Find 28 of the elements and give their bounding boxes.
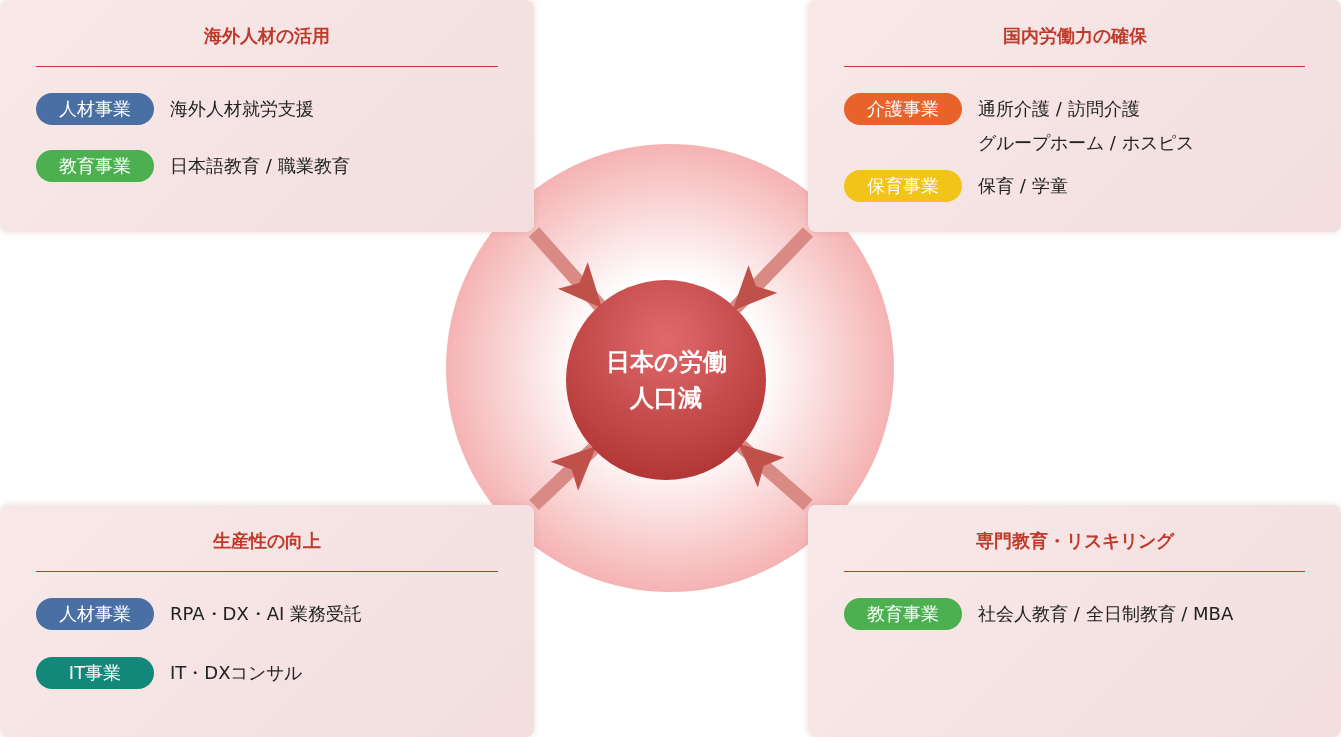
center-label: 日本の労働人口減: [604, 347, 728, 414]
arrow: [528, 227, 605, 311]
category-badge: 教育事業: [36, 150, 154, 182]
category-badge: 介護事業: [844, 93, 962, 125]
category-badge: IT事業: [36, 657, 154, 689]
service-description: 社会人教育 / 全日制教育 / MBA: [978, 602, 1234, 626]
category-badge: 教育事業: [844, 598, 962, 630]
service-description: 通所介護 / 訪問介護: [978, 97, 1140, 121]
service-description: 海外人材就労支援: [170, 97, 314, 121]
service-description: RPA・DX・AI 業務受託: [170, 602, 363, 626]
arrow: [529, 443, 599, 511]
panel-title: 国内労働力の確保: [1001, 24, 1148, 48]
service-description: 保育 / 学童: [978, 174, 1068, 198]
category-badge: 人材事業: [36, 93, 154, 125]
category-panel: [808, 0, 1341, 232]
category-badge: 保育事業: [844, 170, 962, 202]
arrow: [730, 227, 814, 313]
category-badge: 人材事業: [36, 598, 154, 630]
service-description: IT・DXコンサル: [170, 661, 303, 685]
category-panel: [0, 0, 534, 232]
category-panel: [808, 505, 1341, 737]
category-panel: [0, 505, 534, 737]
arrow: [736, 440, 813, 511]
panel-title: 生産性の向上: [212, 529, 322, 553]
service-description: 日本語教育 / 職業教育: [170, 154, 350, 178]
service-description: グループホーム / ホスピス: [978, 131, 1194, 155]
panel-title: 海外人材の活用: [203, 24, 331, 48]
panel-title: 専門教育・リスキリング: [974, 529, 1176, 553]
